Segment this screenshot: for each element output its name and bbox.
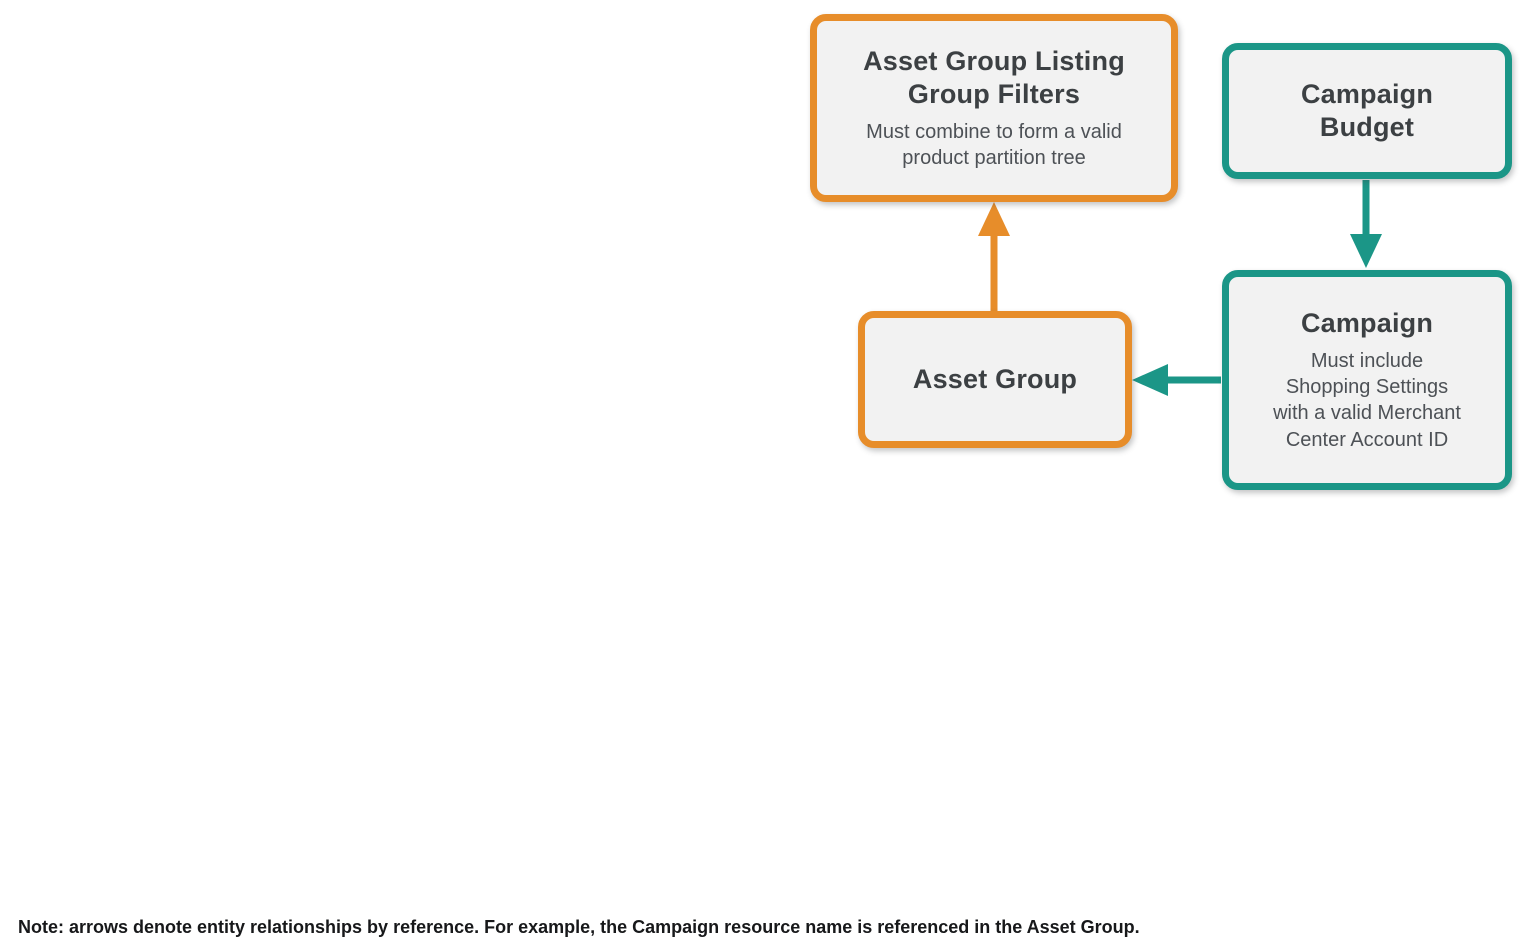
node-campaign: Campaign Must include Shopping Settings … — [1222, 270, 1512, 490]
node-title: Asset Group Listing Group Filters — [863, 45, 1125, 109]
node-asset-group: Asset Group — [858, 311, 1132, 448]
arrow-campaign-budget-to-campaign — [1350, 180, 1382, 268]
node-campaign-budget: Campaign Budget — [1222, 43, 1512, 179]
footnote: Note: arrows denote entity relationships… — [18, 917, 1140, 937]
node-asset-group-listing-group-filters: Asset Group Listing Group Filters Must c… — [810, 14, 1178, 202]
node-subtitle: Must include Shopping Settings with a va… — [1273, 349, 1461, 451]
node-title: Asset Group — [912, 364, 1078, 395]
node-title: Campaign Budget — [1300, 79, 1434, 142]
node-subtitle: Must combine to form a valid product par… — [866, 120, 1122, 169]
node-title: Campaign — [1300, 307, 1434, 338]
arrow-campaign-to-asset-group — [1132, 364, 1221, 396]
arrow-asset-group-to-listing-filters — [978, 202, 1010, 312]
